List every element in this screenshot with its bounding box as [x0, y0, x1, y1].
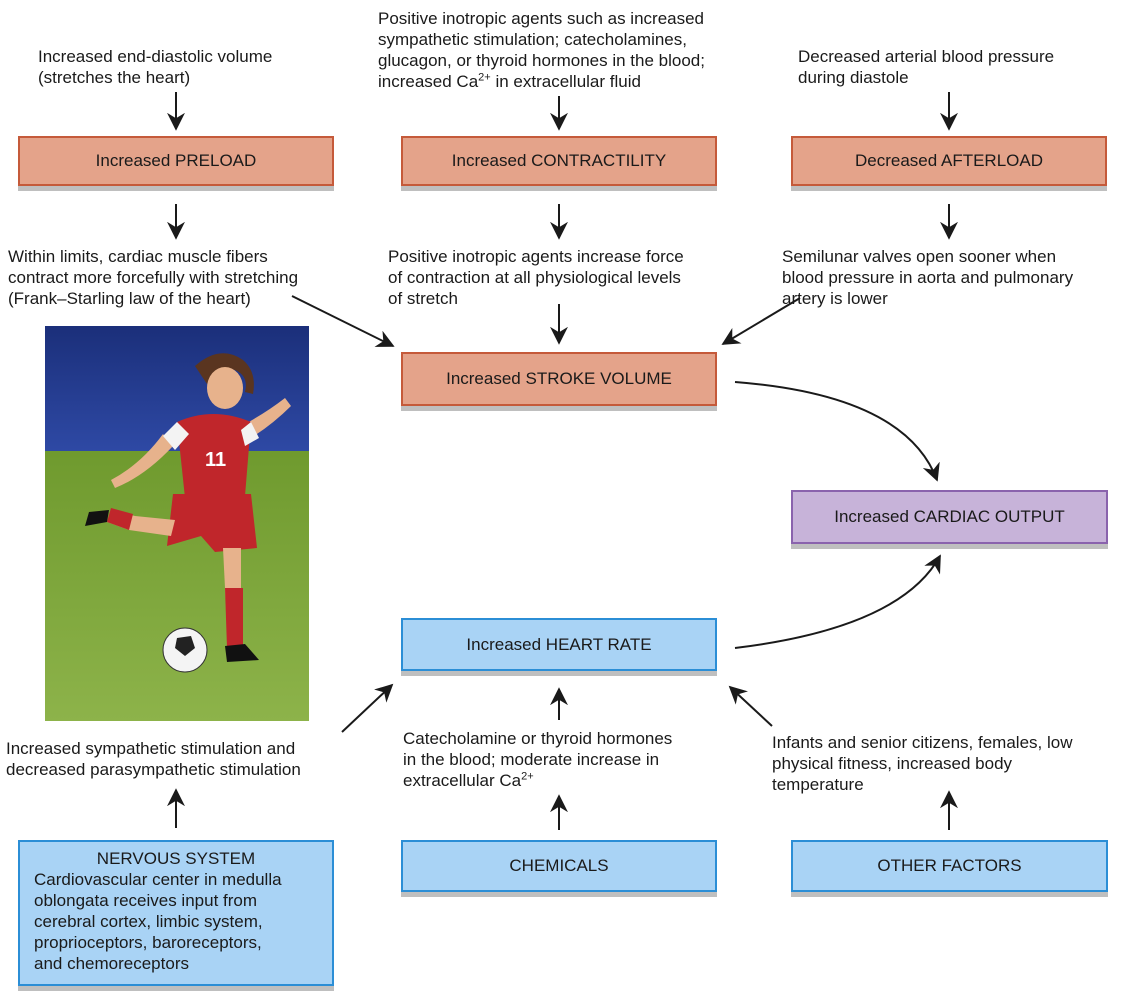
nervous-system-line: and chemoreceptors	[34, 954, 189, 973]
heart-rate-label: Increased HEART RATE	[466, 634, 652, 654]
other-factors-label: OTHER FACTORS	[877, 856, 1022, 875]
nervous-system-line: proprioceptors, baroreceptors,	[34, 933, 262, 952]
cardiac-output-box: Increased CARDIAC OUTPUT	[791, 490, 1108, 544]
nervous-effect-text: Increased sympathetic stimulation and de…	[6, 739, 301, 779]
chemicals-label: CHEMICALS	[509, 856, 609, 875]
arrow-other-to-hr	[728, 685, 773, 727]
preload-label: Increased PRELOAD	[95, 151, 257, 170]
arrow-afterload-to-sv	[721, 297, 801, 345]
jersey-number: 11	[205, 449, 226, 471]
afterload-cause-text: Decreased arterial blood pressure during…	[798, 47, 1055, 87]
nervous-system-line: oblongata receives input from	[34, 891, 258, 910]
afterload-box: Decreased AFTERLOAD	[791, 136, 1107, 186]
nervous-system-box: NERVOUS SYSTEM Cardiovascular center in …	[18, 840, 334, 986]
arrow-nervous-to-hr	[341, 683, 394, 733]
preload-box: Increased PRELOAD	[18, 136, 334, 186]
contractility-effect-text: Positive inotropic agents increase force…	[388, 247, 684, 308]
preload-effect-text: Within limits, cardiac muscle fibers con…	[8, 247, 299, 308]
afterload-label: Decreased AFTERLOAD	[854, 151, 1043, 170]
contractility-box: Increased CONTRACTILITY	[401, 136, 717, 186]
stroke-volume-box: Increased STROKE VOLUME	[401, 352, 717, 406]
arrow-sv-to-co	[734, 381, 940, 482]
other-effect-text: Infants and senior citizens, females, lo…	[772, 733, 1073, 794]
soccer-player-photo: 11	[45, 326, 309, 721]
heart-rate-box: Increased HEART RATE	[401, 618, 717, 671]
contractility-label: Increased CONTRACTILITY	[451, 151, 667, 170]
nervous-system-line: Cardiovascular center in medulla	[34, 870, 282, 889]
stroke-volume-label: Increased STROKE VOLUME	[446, 369, 672, 388]
contractility-cause-text: Positive inotropic agents such as increa…	[378, 9, 705, 91]
cardiac-output-label: Increased CARDIAC OUTPUT	[834, 507, 1065, 526]
nervous-system-title: NERVOUS SYSTEM	[96, 849, 256, 868]
chemicals-box: CHEMICALS	[401, 840, 717, 892]
arrow-hr-to-co	[734, 554, 941, 649]
preload-cause-text: Increased end-diastolic volume (stretche…	[38, 47, 273, 87]
arrow-preload-to-sv	[291, 295, 395, 347]
soccer-player-illustration: 11	[45, 326, 309, 721]
chemicals-effect-text: Catecholamine or thyroid hormones in the…	[403, 729, 673, 790]
afterload-effect-text: Semilunar valves open sooner when blood …	[782, 247, 1074, 308]
nervous-system-line: cerebral cortex, limbic system,	[34, 912, 263, 931]
other-factors-box: OTHER FACTORS	[791, 840, 1108, 892]
